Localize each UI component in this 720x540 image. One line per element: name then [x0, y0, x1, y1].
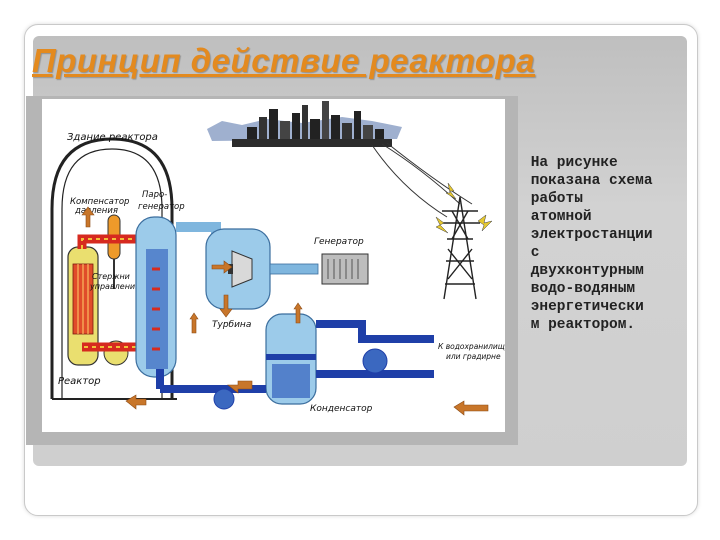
power-plant-diagram: Здание реактора Компенсатор давления Сте… — [50, 101, 505, 416]
arrow-left-icon — [227, 380, 253, 394]
caption-line: водо-водяным — [522, 281, 636, 297]
arrow-left-icon — [453, 400, 489, 416]
generator — [321, 253, 369, 285]
caption-line: энергетически — [522, 299, 644, 315]
caption-line: двухконтурным — [522, 263, 644, 279]
arrow-left-icon — [125, 394, 147, 410]
caption-line: показана схема — [522, 173, 653, 189]
rods-label-1: Стержни — [92, 272, 130, 281]
caption-line: работы — [522, 191, 583, 207]
building-label: Здание реактора — [67, 132, 158, 143]
city-skyline — [207, 101, 402, 147]
lightning-icon — [435, 182, 493, 234]
steamgen-label-1: Паро- — [142, 190, 167, 200]
arrow-down-icon — [219, 294, 233, 318]
condenser-label: Конденсатор — [310, 404, 373, 414]
slide-title: Принцип действие реактора — [32, 42, 536, 79]
power-lines — [371, 142, 473, 218]
cooling-label-2: или градирне — [446, 352, 501, 361]
steam-generator — [135, 216, 177, 378]
arrow-up-icon — [189, 312, 199, 334]
arrow-up-icon — [81, 206, 95, 228]
flow-arrows — [81, 206, 489, 416]
rods-label-2: управления — [89, 282, 140, 291]
slide-caption: На рисунке показана схема работы атомной… — [522, 154, 692, 334]
arrow-up-icon — [293, 302, 303, 324]
generator-label: Генератор — [314, 237, 364, 247]
condenser — [265, 313, 317, 405]
turbine-label: Турбина — [212, 320, 251, 330]
caption-line: атомной — [522, 209, 592, 225]
caption-line: м реактором. — [522, 317, 636, 333]
caption-line: На рисунке — [522, 155, 618, 171]
compensator-label-1: Компенсатор — [70, 197, 129, 207]
caption-line: электростанции — [522, 227, 653, 243]
cooling-label-1: К водохранилищу — [438, 342, 505, 351]
reactor-building — [50, 137, 177, 400]
reactor-label: Реактор — [58, 376, 101, 387]
turbine — [228, 250, 253, 288]
transmission-tower — [440, 196, 480, 300]
steamgen-label-2: генератор — [138, 202, 185, 212]
arrow-right-icon — [211, 260, 233, 274]
compensator-label-2: давления — [74, 206, 118, 216]
caption-line: с — [522, 245, 540, 261]
